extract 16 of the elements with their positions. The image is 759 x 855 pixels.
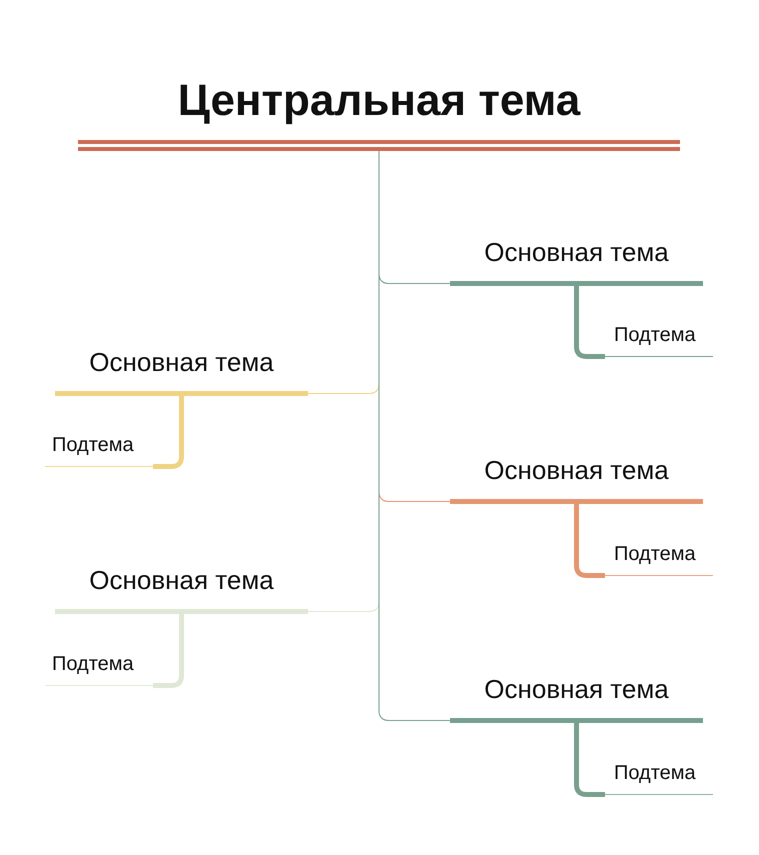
subtopic: Подтема — [45, 649, 153, 686]
subtopic: Подтема — [605, 539, 713, 576]
branch-stem — [153, 612, 184, 688]
main-topic: Основная тема — [450, 673, 703, 723]
main-topic: Основная тема — [55, 564, 308, 614]
branch-stem — [574, 502, 605, 578]
subtopic: Подтема — [605, 320, 713, 357]
subtopic: Подтема — [605, 758, 713, 795]
main-topic: Основная тема — [55, 346, 308, 396]
branch-stem — [574, 284, 605, 359]
branch-stem — [153, 394, 184, 469]
central-topic: Центральная тема — [78, 62, 680, 151]
main-topic: Основная тема — [450, 454, 703, 504]
subtopic: Подтема — [45, 430, 153, 467]
branch-stem — [574, 720, 605, 797]
main-topic: Основная тема — [450, 236, 703, 286]
